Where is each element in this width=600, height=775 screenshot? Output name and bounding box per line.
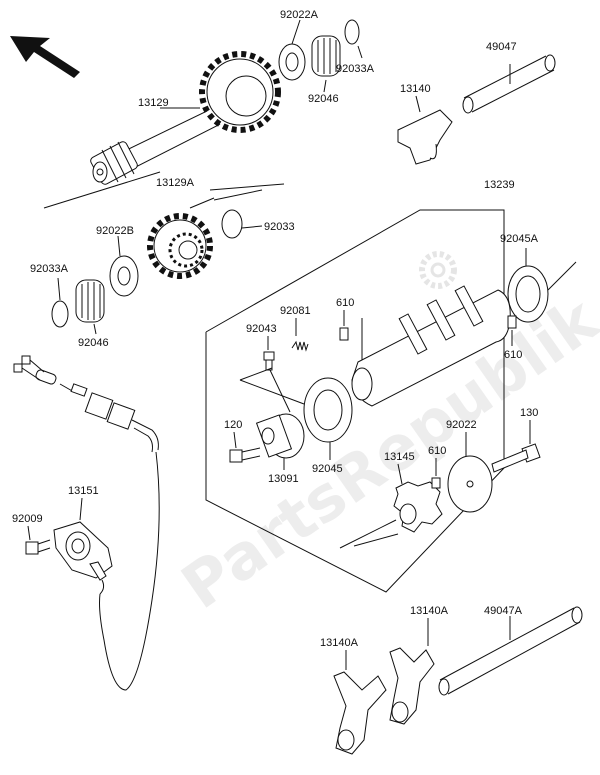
spring-92081: [291, 340, 309, 352]
bearing-92045A: [507, 248, 577, 323]
neutral-switch-wiring: [13, 355, 160, 691]
gear-13129-top: [199, 51, 281, 133]
label-13091: 13091: [268, 473, 299, 485]
label-610-b: 610: [504, 349, 522, 361]
circlip-92033A-top: [344, 19, 360, 45]
label-92043: 92043: [246, 323, 277, 335]
label-13140: 13140: [400, 83, 431, 95]
label-13140A-right: 13140A: [410, 605, 449, 617]
drum-holder-13091: [255, 413, 305, 459]
label-92045A: 92045A: [500, 233, 539, 245]
label-120: 120: [224, 419, 242, 431]
label-92081: 92081: [280, 305, 311, 317]
label-13151: 13151: [68, 485, 99, 497]
shift-fork-13140A-left: [333, 671, 387, 755]
gear-13129A: [147, 213, 213, 279]
label-13145: 13145: [384, 451, 415, 463]
label-92022A: 92022A: [280, 9, 319, 21]
shift-gear-13145: [393, 481, 443, 533]
label-92046-top: 92046: [308, 93, 339, 105]
label-92046-left: 92046: [78, 337, 109, 349]
shaft-13129: [43, 94, 246, 209]
circlip-92033: [221, 209, 243, 239]
screw-92009: [25, 539, 51, 555]
label-92009: 92009: [12, 513, 43, 525]
label-92022B: 92022B: [96, 225, 134, 237]
bearing-92045: [303, 377, 353, 443]
washer-92022A: [278, 43, 306, 81]
shift-fork-13140A-right: [389, 647, 435, 725]
needle-bearing-92046-left: [75, 279, 105, 323]
rod-49047: [462, 54, 556, 114]
label-92033A-top: 92033A: [336, 63, 375, 75]
circlip-92033A-left: [51, 300, 69, 328]
part-labels: 92022A 92033A 92046 13129 49047 13140 13…: [12, 9, 539, 649]
direction-arrow-icon: [10, 36, 80, 78]
label-92045: 92045: [312, 463, 343, 475]
bolt-130: [491, 443, 541, 473]
washer-92022: [447, 455, 493, 513]
label-610-c: 610: [428, 445, 446, 457]
rod-49047A: [438, 606, 583, 696]
label-13129: 13129: [138, 97, 169, 109]
pin-610-a: [339, 327, 349, 341]
shift-fork-13140: [397, 95, 453, 165]
label-92033A-left: 92033A: [30, 263, 69, 275]
label-610-a: 610: [336, 297, 354, 309]
neutral-switch-13151: [53, 521, 113, 595]
label-49047: 49047: [486, 41, 517, 53]
label-92022: 92022: [446, 419, 477, 431]
label-13129A: 13129A: [156, 177, 195, 189]
needle-bearing-92046-top: [311, 35, 341, 77]
label-13239: 13239: [484, 179, 515, 191]
shift-drum-13239: [351, 285, 511, 407]
label-92033: 92033: [264, 221, 295, 233]
washer-92022B: [109, 255, 139, 297]
label-49047A: 49047A: [484, 605, 523, 617]
label-130: 130: [520, 407, 538, 419]
bolt-120: [229, 447, 261, 463]
pin-610-b: [507, 315, 517, 329]
pin-92043: [263, 351, 275, 371]
pin-610-c: [431, 477, 441, 489]
gear-logo-icon: [419, 251, 457, 289]
label-13140A-left: 13140A: [320, 637, 359, 649]
